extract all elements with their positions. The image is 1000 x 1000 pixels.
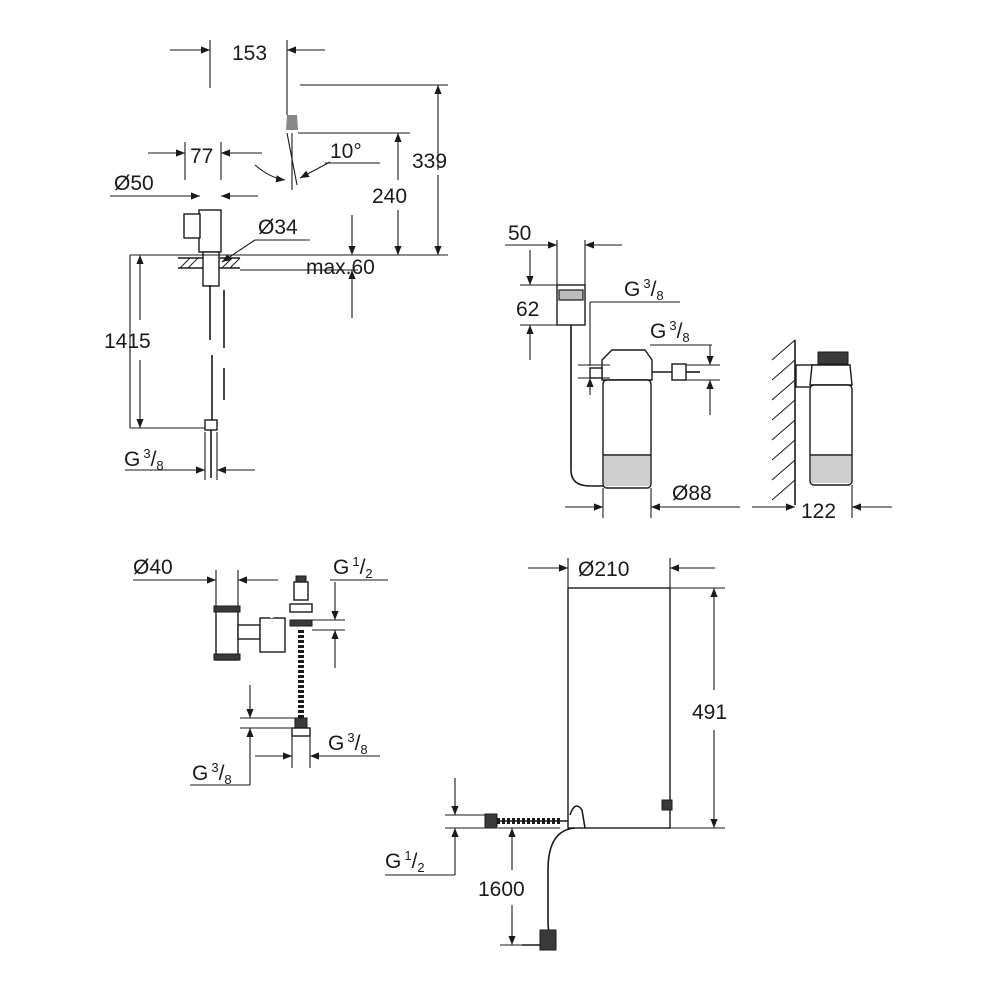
valve-diameter-label: Ø40 <box>133 556 173 579</box>
filter-width-label: 50 <box>508 222 531 245</box>
max-deck-label: max.60 <box>306 256 375 279</box>
outlet-height-label: 240 <box>372 185 407 208</box>
chiller-height-label: 491 <box>692 701 727 724</box>
spout-angle-label: 10° <box>330 140 362 163</box>
spout-reach-label: 153 <box>232 42 267 65</box>
body-diameter-label: Ø50 <box>114 172 154 195</box>
hose-length-label: 1415 <box>104 330 151 353</box>
chiller-diameter-label: Ø210 <box>578 558 629 581</box>
outlet-spacing-label: 77 <box>190 145 213 168</box>
mount-diameter-label: Ø34 <box>258 216 298 239</box>
cable-length-label: 1600 <box>478 878 525 901</box>
filter-height-label: 62 <box>516 298 539 321</box>
filter-diameter-label: Ø88 <box>672 482 712 505</box>
total-height-label: 339 <box>412 150 447 173</box>
wall-distance-label: 122 <box>801 500 836 523</box>
faucet-view: 153 77 10° Ø50 Ø34 339 240 <box>104 40 448 480</box>
